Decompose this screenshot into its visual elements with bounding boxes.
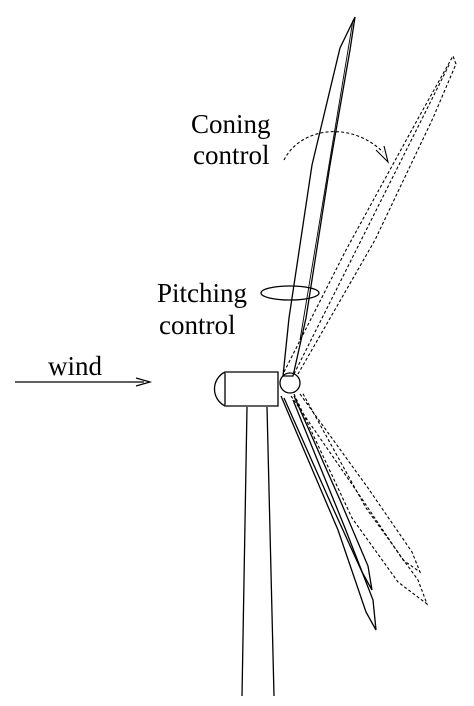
- tower: [241, 406, 275, 697]
- pitching-label-line2: control: [159, 310, 235, 340]
- lower-blade-dashed-b: [293, 391, 429, 606]
- lower-blade-dashed-a: [290, 393, 422, 574]
- lower-blade-a: [280, 395, 377, 631]
- pitching-label-line1: Pitching: [157, 278, 247, 308]
- nacelle: [213, 371, 279, 407]
- hub: [279, 372, 301, 394]
- upper-blade-coned: [283, 54, 457, 375]
- coning-label-line2: control: [193, 140, 269, 170]
- wind-arrow: [15, 377, 153, 387]
- coning-label-line1: Coning: [191, 109, 271, 139]
- coning-control-arrow: [283, 131, 390, 164]
- lower-blade-b: [283, 395, 373, 591]
- upper-blade: [282, 16, 356, 377]
- wind-label: wind: [48, 351, 103, 381]
- pitching-control-ellipse: [260, 285, 320, 301]
